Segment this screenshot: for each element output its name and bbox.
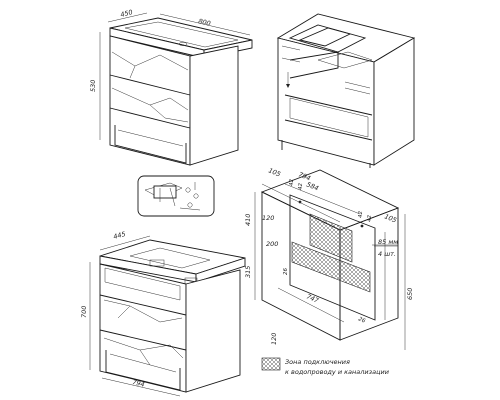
top-left-cabinet-view: 450 800 530 bbox=[89, 8, 253, 166]
legend-line1: Зона подключения bbox=[285, 358, 350, 366]
wall-note-line1: 85 мм bbox=[378, 238, 398, 246]
dim-lower-zone-top: 200 bbox=[266, 240, 278, 248]
wall-note-line2: 4 шт. bbox=[378, 250, 396, 258]
dim-small-1: 42 bbox=[289, 179, 295, 186]
dim-small-4: 42 bbox=[367, 215, 373, 222]
dim-upper-to-top: 410 bbox=[244, 214, 252, 226]
dim-height-120: 120 bbox=[270, 333, 278, 345]
dim-bottom-offset: 26 bbox=[357, 316, 366, 325]
dim-small-3: 42 bbox=[358, 211, 364, 218]
dim-small-2: 42 bbox=[298, 183, 304, 190]
dim-bottom-depth: 445 bbox=[112, 230, 126, 241]
dim-top-width: 800 bbox=[198, 17, 212, 28]
dim-inner-width: 584 bbox=[305, 180, 320, 192]
legend-line2: к водопроводу и канализации bbox=[285, 368, 389, 376]
dim-bottom-height: 700 bbox=[80, 306, 88, 318]
dim-right-offset: 105 bbox=[383, 212, 398, 224]
dim-left-offset: 105 bbox=[267, 166, 282, 178]
dim-height-650: 650 bbox=[406, 288, 414, 300]
dim-depth-26: 26 bbox=[283, 268, 289, 275]
legend: Зона подключения к водопроводу и канализ… bbox=[261, 357, 389, 376]
dim-lower-zone-height: 315 bbox=[244, 266, 252, 278]
dim-top-height: 530 bbox=[89, 80, 97, 92]
dim-bottom-width: 794 bbox=[132, 378, 146, 389]
rear-panel-diagram: 105 794 584 105 42 42 42 42 120 410 200 … bbox=[244, 166, 414, 350]
dim-top-depth: 450 bbox=[120, 8, 134, 19]
top-right-cabinet-view bbox=[276, 13, 416, 168]
mechanism-detail bbox=[137, 175, 215, 217]
bottom-left-cabinet-view: 445 700 794 bbox=[80, 230, 246, 397]
dim-upper-zone: 120 bbox=[262, 214, 274, 222]
legend-swatch bbox=[261, 357, 281, 371]
